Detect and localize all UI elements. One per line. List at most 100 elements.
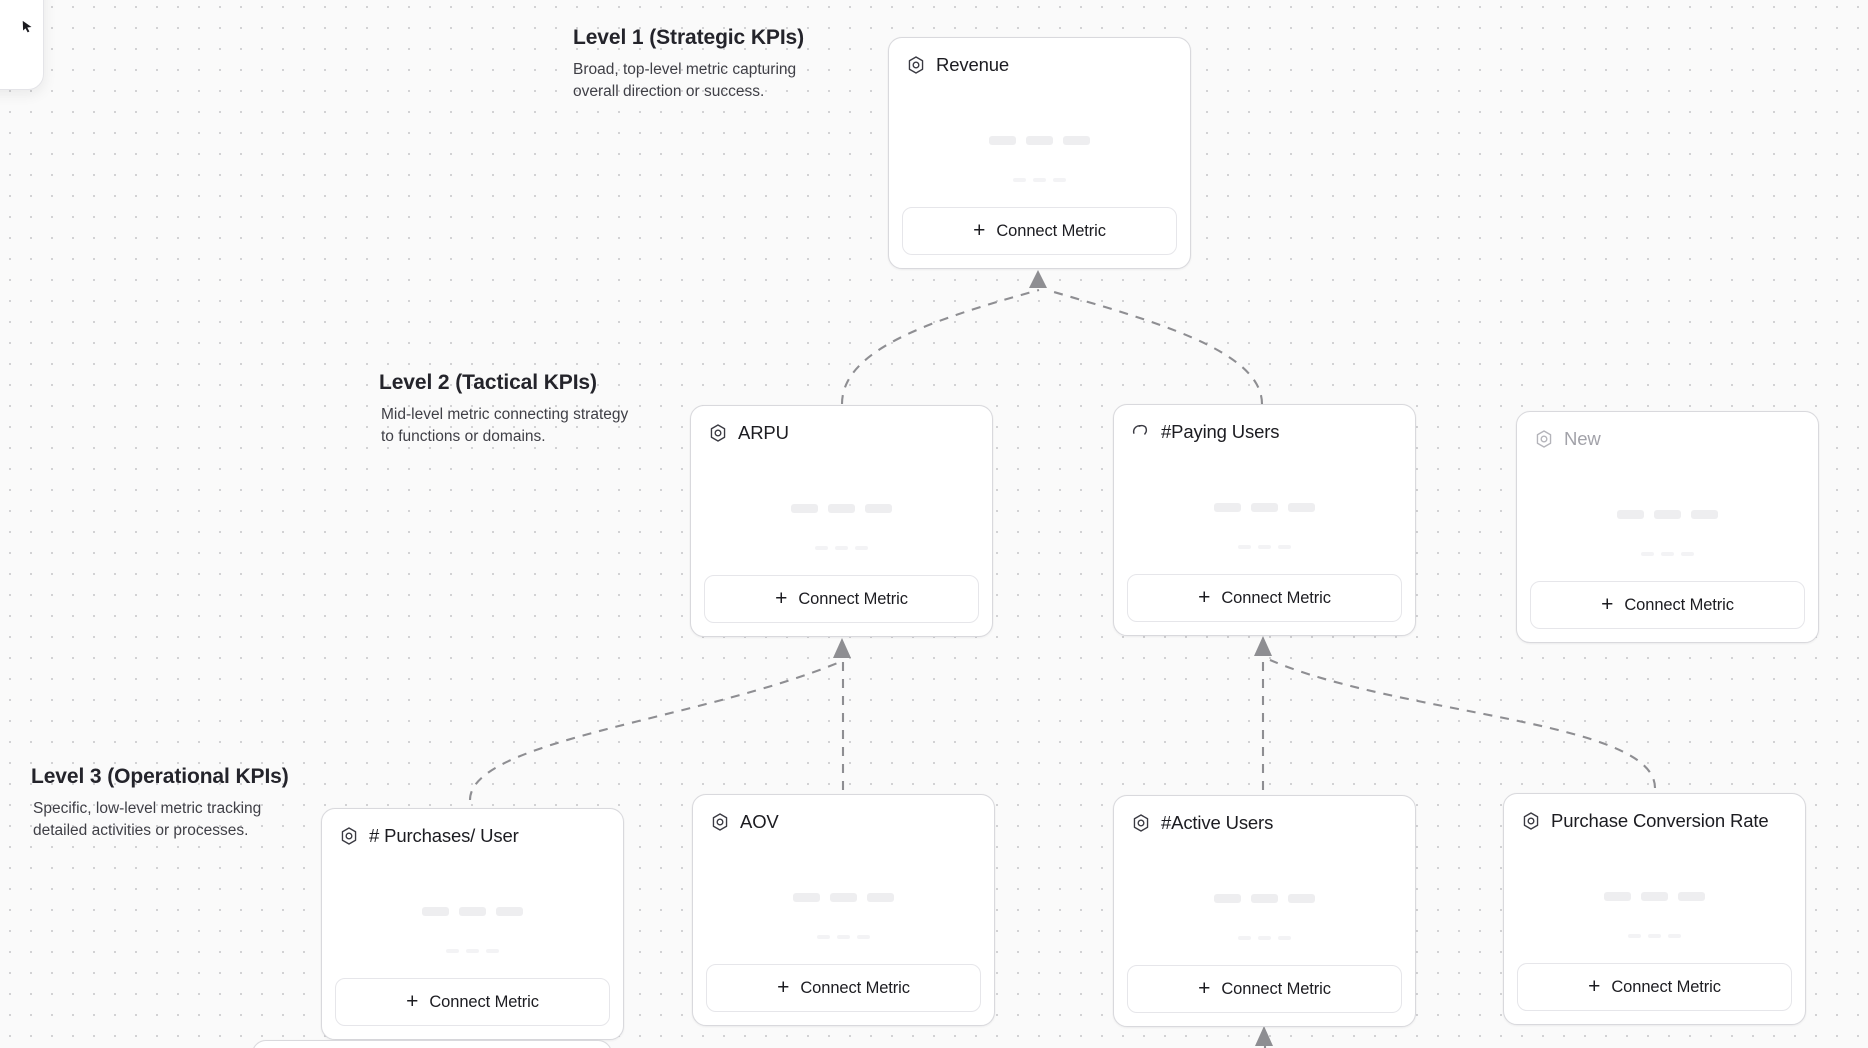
card-header: Purchase Conversion Rate (1517, 807, 1792, 832)
edge-purchases-to-arpu (468, 661, 841, 801)
skeleton-bar (1678, 892, 1705, 902)
skeleton-row-secondary (902, 178, 1177, 183)
connect-metric-button[interactable]: + Connect Metric (706, 964, 981, 1012)
skeleton-bar (828, 504, 855, 514)
card-title: #Active Users (1161, 812, 1274, 833)
skeleton-bar (486, 949, 499, 954)
skeleton-row-primary (1127, 894, 1402, 904)
loading-spinner-icon (1131, 422, 1151, 442)
connect-metric-label: Connect Metric (800, 978, 910, 997)
plus-icon: + (777, 975, 790, 999)
skeleton-bar (1238, 936, 1251, 941)
skeleton-bar (459, 907, 486, 917)
edge-paying-users-to-revenue (1046, 288, 1264, 405)
metric-card-purchase-conversion-rate[interactable]: Purchase Conversion Rate + Connect Metri… (1503, 793, 1806, 1025)
skeleton-row-secondary (1127, 936, 1402, 941)
skeleton-bar (815, 546, 828, 551)
connect-metric-button[interactable]: + Connect Metric (1530, 581, 1805, 629)
metric-card-revenue[interactable]: Revenue + Connect Metric (888, 37, 1191, 269)
card-header: #Paying Users (1127, 418, 1402, 443)
card-title: ARPU (738, 422, 789, 443)
skeleton-bar (1063, 136, 1090, 146)
card-header: Revenue (902, 51, 1177, 76)
skeleton-bar (1628, 934, 1641, 939)
skeleton-bar (867, 893, 894, 903)
skeleton-bar (496, 907, 523, 917)
level-2-label-block: Level 2 (Tactical KPIs) Mid-level metric… (379, 371, 631, 448)
connect-metric-button[interactable]: + Connect Metric (335, 978, 610, 1026)
edge-arpu-to-revenue (840, 288, 1040, 405)
floating-corner-panel[interactable] (0, 0, 44, 90)
skeleton-bar (1238, 545, 1251, 550)
skeleton-bar (1013, 178, 1026, 183)
skeleton-row-primary (704, 504, 979, 514)
skeleton-bar (1681, 552, 1694, 557)
skeleton-bar (1668, 934, 1681, 939)
connect-metric-button[interactable]: + Connect Metric (902, 207, 1177, 255)
card-placeholder-body (704, 444, 979, 575)
card-header: AOV (706, 808, 981, 833)
level-3-label-block: Level 3 (Operational KPIs) Specific, low… (31, 765, 289, 842)
skeleton-bar (1288, 503, 1315, 513)
skeleton-bar (830, 893, 857, 903)
skeleton-bar (1251, 503, 1278, 513)
connect-metric-button[interactable]: + Connect Metric (1127, 574, 1402, 622)
plus-icon: + (1601, 592, 1614, 616)
skeleton-bar (791, 504, 818, 514)
level-1-description: Broad, top-level metric capturing overal… (573, 61, 797, 100)
plus-icon: + (1198, 585, 1211, 609)
card-placeholder-body (902, 76, 1177, 207)
hexagon-metric-icon (1521, 811, 1541, 831)
connect-metric-label: Connect Metric (1611, 977, 1721, 996)
level-1-label-block: Level 1 (Strategic KPIs) Broad, top-leve… (573, 26, 823, 103)
metric-card-active-users[interactable]: #Active Users + Connect Metric (1113, 795, 1416, 1027)
skeleton-bar (1278, 936, 1291, 941)
plus-icon: + (406, 989, 419, 1013)
level-2-title: Level 2 (Tactical KPIs) (379, 371, 597, 394)
skeleton-bar (1288, 894, 1315, 904)
skeleton-row-secondary (1530, 552, 1805, 557)
card-header: New (1530, 425, 1805, 450)
connect-metric-button[interactable]: + Connect Metric (1127, 965, 1402, 1013)
skeleton-bar (1033, 178, 1046, 183)
skeleton-bar (1258, 545, 1271, 550)
connect-metric-label: Connect Metric (1221, 588, 1331, 607)
plus-icon: + (775, 586, 788, 610)
skeleton-bar (1604, 892, 1631, 902)
hexagon-metric-icon (906, 55, 926, 75)
card-title: Revenue (936, 54, 1010, 75)
connect-metric-button[interactable]: + Connect Metric (704, 575, 979, 623)
card-header: ARPU (704, 419, 979, 444)
card-placeholder-body (1530, 450, 1805, 581)
connect-metric-label: Connect Metric (1624, 595, 1734, 614)
metric-card-new[interactable]: New + Connect Metric (1516, 411, 1819, 643)
skeleton-bar (1648, 934, 1661, 939)
metric-card-aov[interactable]: AOV + Connect Metric (692, 794, 995, 1026)
skeleton-bar (865, 504, 892, 514)
skeleton-row-secondary (706, 935, 981, 940)
skeleton-row-primary (335, 907, 610, 917)
metric-card-paying-users[interactable]: #Paying Users + Connect Metric (1113, 404, 1416, 636)
skeleton-row-secondary (1127, 545, 1402, 550)
card-placeholder-body (335, 847, 610, 978)
skeleton-bar (1641, 552, 1654, 557)
hexagon-metric-icon (1534, 429, 1554, 449)
hexagon-metric-icon (708, 423, 728, 443)
level-3-title: Level 3 (Operational KPIs) (31, 765, 289, 788)
card-header: # Purchases/ User (335, 822, 610, 847)
metric-card-offscreen-partial[interactable] (252, 1040, 612, 1048)
connect-metric-button[interactable]: + Connect Metric (1517, 963, 1792, 1011)
skeleton-bar (1661, 552, 1674, 557)
skeleton-bar (1053, 178, 1066, 183)
arrowhead-active-users-bottom (1255, 1026, 1273, 1046)
level-3-description: Specific, low-level metric tracking deta… (33, 800, 262, 839)
arrowhead-arpu (833, 638, 851, 658)
connect-metric-label: Connect Metric (798, 589, 908, 608)
metric-card-arpu[interactable]: ARPU + Connect Metric (690, 405, 993, 637)
skeleton-bar (1691, 510, 1718, 520)
connect-metric-label: Connect Metric (1221, 979, 1331, 998)
metric-card-purchases-per-user[interactable]: # Purchases/ User + Connect Metric (321, 808, 624, 1040)
card-title: # Purchases/ User (369, 825, 519, 846)
skeleton-row-primary (1127, 503, 1402, 513)
